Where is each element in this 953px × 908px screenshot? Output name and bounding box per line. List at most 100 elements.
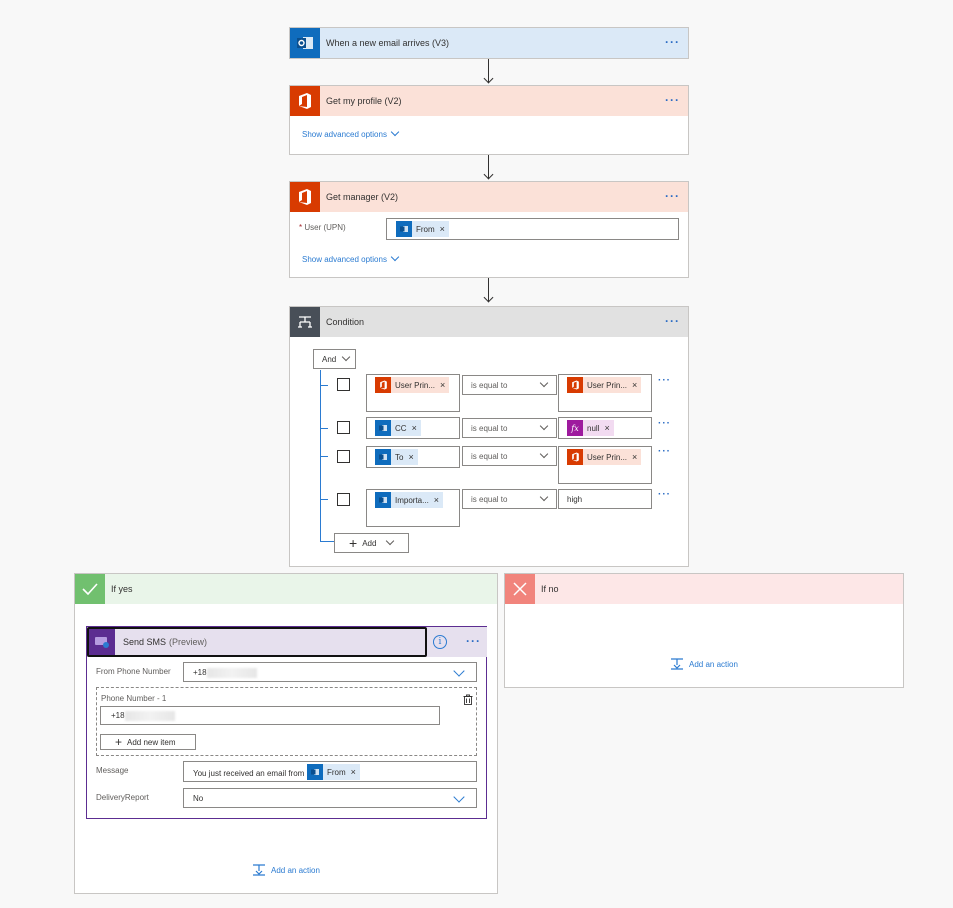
manager-header[interactable]: Get manager (V2) ··· xyxy=(290,182,688,212)
row3-operator-select[interactable]: is equal to xyxy=(462,446,557,466)
condition-header[interactable]: Condition ··· xyxy=(290,307,688,337)
if-no-add-action-button[interactable]: Add an action xyxy=(670,658,738,670)
connector-arrow xyxy=(488,278,489,302)
close-icon[interactable]: × xyxy=(632,452,638,462)
row4-left-operand[interactable]: Importa... × xyxy=(366,489,460,527)
row-checkbox[interactable] xyxy=(337,421,350,434)
if-yes-branch[interactable]: If yes Send SMS (Preview) i ··· From Pho… xyxy=(74,573,498,894)
row-more-icon[interactable]: ··· xyxy=(658,418,671,429)
row3-left-operand[interactable]: To × xyxy=(366,446,460,468)
trigger-more-icon[interactable]: ··· xyxy=(665,35,680,49)
row2-operator-value: is equal to xyxy=(471,423,508,433)
if-yes-add-action-button[interactable]: Add an action xyxy=(252,864,320,876)
delete-item-icon[interactable] xyxy=(463,694,473,705)
profile-card[interactable]: Get my profile (V2) ··· Show advanced op… xyxy=(289,85,689,155)
row-checkbox[interactable] xyxy=(337,378,350,391)
group-operator-value: And xyxy=(322,354,337,364)
close-icon[interactable]: × xyxy=(439,224,445,234)
from-phone-select[interactable]: +18 xyxy=(183,662,477,682)
phone-number-value: +18 xyxy=(111,711,175,721)
row3-right-operand[interactable]: User Prin... × xyxy=(558,446,652,484)
arrow-head-icon xyxy=(483,73,494,84)
if-no-header[interactable]: If no xyxy=(505,574,903,604)
to-token[interactable]: To × xyxy=(375,449,418,465)
message-input[interactable]: You just received an email from From × xyxy=(183,761,477,782)
row1-operator-select[interactable]: is equal to xyxy=(462,375,557,395)
condition-card[interactable]: Condition ··· And User Prin... × is equa… xyxy=(289,306,689,567)
profile-more-icon[interactable]: ··· xyxy=(665,93,680,107)
row1-right-operand[interactable]: User Prin... × xyxy=(558,374,652,412)
row3-left-label: To xyxy=(395,452,404,462)
manager-card[interactable]: Get manager (V2) ··· * User (UPN) From ×… xyxy=(289,181,689,278)
close-icon[interactable]: × xyxy=(632,380,638,390)
importance-token[interactable]: Importa... × xyxy=(375,492,444,508)
profile-advanced-link[interactable]: Show advanced options xyxy=(302,130,387,139)
send-sms-card[interactable]: Send SMS (Preview) i ··· From Phone Numb… xyxy=(86,626,487,819)
from-token[interactable]: From × xyxy=(396,221,449,237)
if-no-add-action-label: Add an action xyxy=(689,659,738,669)
info-icon[interactable]: i xyxy=(433,635,447,649)
row2-operator-select[interactable]: is equal to xyxy=(462,418,557,438)
if-no-branch[interactable]: If no Add an action xyxy=(504,573,904,688)
user-principal-token[interactable]: User Prin... × xyxy=(375,377,450,393)
add-new-item-button[interactable]: + Add new item xyxy=(100,734,196,750)
close-icon[interactable]: × xyxy=(440,380,446,390)
close-icon[interactable]: × xyxy=(433,495,440,505)
sms-icon xyxy=(89,629,115,655)
add-condition-label: Add xyxy=(362,538,377,548)
row2-right-operand[interactable]: fx null × xyxy=(558,417,652,439)
user-upn-input[interactable]: From × xyxy=(386,218,679,240)
delivery-report-select[interactable]: No xyxy=(183,788,477,808)
row-checkbox[interactable] xyxy=(337,450,350,463)
profile-title: Get my profile (V2) xyxy=(326,96,402,106)
manager-more-icon[interactable]: ··· xyxy=(665,189,680,203)
row2-left-operand[interactable]: CC × xyxy=(366,417,460,439)
from-token[interactable]: From × xyxy=(307,764,360,780)
add-condition-button[interactable]: + Add xyxy=(334,533,409,553)
row2-right-label: null xyxy=(587,423,600,433)
tree-line xyxy=(320,385,328,386)
send-sms-more-icon[interactable]: ··· xyxy=(466,634,481,648)
phone-number-prefix: +18 xyxy=(111,711,125,721)
row4-operator-value: is equal to xyxy=(471,494,508,504)
trigger-card[interactable]: When a new email arrives (V3) ··· xyxy=(289,27,689,59)
group-operator-select[interactable]: And xyxy=(313,349,356,369)
condition-icon xyxy=(290,307,320,337)
row-more-icon[interactable]: ··· xyxy=(658,489,671,500)
close-icon[interactable]: × xyxy=(350,767,356,777)
office-icon xyxy=(290,86,320,116)
if-yes-title: If yes xyxy=(111,584,133,594)
row4-left-label: Importa... xyxy=(395,495,429,505)
close-icon[interactable]: × xyxy=(604,423,610,433)
row4-right-value: high xyxy=(567,494,583,504)
office-icon xyxy=(290,182,320,212)
message-token-label: From xyxy=(327,767,346,777)
user-principal-token[interactable]: User Prin... × xyxy=(567,449,642,465)
row1-left-operand[interactable]: User Prin... × xyxy=(366,374,460,412)
row-more-icon[interactable]: ··· xyxy=(658,446,671,457)
arrow-head-icon xyxy=(483,169,494,180)
send-sms-header[interactable]: Send SMS (Preview) i ··· xyxy=(87,627,487,657)
from-phone-value: +18 xyxy=(193,668,257,678)
close-icon[interactable]: × xyxy=(411,423,417,433)
connector-arrow xyxy=(488,155,489,179)
plus-icon: + xyxy=(115,735,123,749)
tree-line xyxy=(320,499,328,500)
if-yes-header[interactable]: If yes xyxy=(75,574,497,604)
trigger-header[interactable]: When a new email arrives (V3) ··· xyxy=(290,28,688,58)
manager-advanced-link[interactable]: Show advanced options xyxy=(302,255,387,264)
outlook-icon xyxy=(375,449,391,465)
profile-header[interactable]: Get my profile (V2) ··· xyxy=(290,86,688,116)
cc-token[interactable]: CC × xyxy=(375,420,421,436)
add-action-icon xyxy=(252,864,266,876)
row4-right-operand[interactable]: high xyxy=(558,489,652,509)
user-principal-token[interactable]: User Prin... × xyxy=(567,377,642,393)
send-sms-title-frame[interactable]: Send SMS (Preview) xyxy=(87,627,427,657)
row4-operator-select[interactable]: is equal to xyxy=(462,489,557,509)
close-icon[interactable]: × xyxy=(408,452,414,462)
phone-number-input[interactable]: +18 xyxy=(100,706,440,725)
condition-more-icon[interactable]: ··· xyxy=(665,314,680,328)
row-more-icon[interactable]: ··· xyxy=(658,375,671,386)
row-checkbox[interactable] xyxy=(337,493,350,506)
null-token[interactable]: fx null × xyxy=(567,420,614,436)
